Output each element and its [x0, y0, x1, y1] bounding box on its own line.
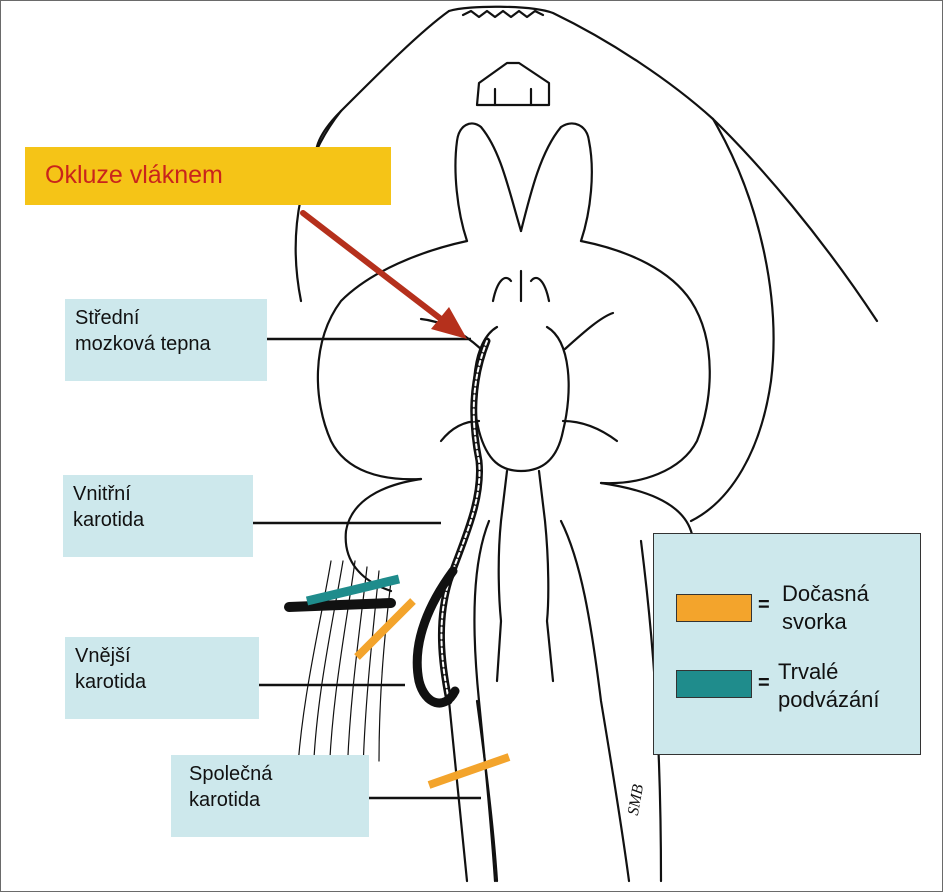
temporal-lobe-left [344, 477, 423, 593]
legend-line: svorka [782, 609, 847, 634]
label-line: Společná [189, 763, 273, 785]
legend-equals: = [758, 594, 770, 616]
occlusion-arrow-head [431, 307, 467, 339]
legend-swatch-permanent-ligation [676, 670, 752, 698]
label-internal-carotid: Vnitřní karotida [63, 475, 253, 557]
basilar-artery-right [537, 469, 555, 683]
label-middle-cerebral-artery: Střední mozková tepna [65, 299, 267, 381]
legend-label-permanent-ligation: Trvalé podvázání [778, 658, 880, 714]
legend: = Dočasná svorka = Trvalé podvázání [653, 533, 921, 755]
basilar-artery-left [495, 469, 509, 683]
label-common-carotid: Společná karotida [171, 755, 369, 837]
top-fringe [461, 9, 545, 19]
label-external-carotid: Vnější karotida [65, 637, 259, 719]
hemisphere-left [316, 239, 469, 481]
common-carotid-right [475, 699, 499, 883]
olfactory-bulb-outline [447, 5, 879, 323]
external-stub [284, 598, 396, 612]
label-line: mozková tepna [75, 333, 211, 355]
olfactory-notch-inner [493, 87, 533, 107]
label-line: Vnější [75, 645, 131, 667]
frontal-lobe-left [454, 122, 523, 243]
legend-line: Trvalé [778, 659, 839, 684]
legend-equals: = [758, 672, 770, 694]
title-banner: Okluze vláknem [25, 147, 391, 205]
anterior-branches [491, 269, 551, 303]
label-line: karotida [75, 671, 147, 693]
title-text: Okluze vláknem [45, 161, 223, 189]
occluding-filament [440, 340, 488, 702]
hemisphere-outer-right [689, 117, 775, 523]
occlusion-arrow-shaft [300, 210, 444, 322]
circle-of-willis [472, 325, 570, 473]
internal-carotid-channel [437, 337, 491, 705]
hemisphere-outer-left [294, 109, 343, 303]
permanent-ligation-mark [305, 574, 401, 606]
brain-stem-left [473, 519, 497, 883]
brain-stem-right [559, 519, 631, 883]
olfactory-notch [475, 61, 551, 107]
pca-right-branch [561, 419, 619, 443]
temporary-clip-mark-lower [427, 753, 511, 789]
label-line: karotida [189, 789, 261, 811]
muscle-fibres [296, 560, 392, 782]
label-line: Vnitřní [73, 483, 131, 505]
temporary-clip-mark-upper [354, 598, 416, 660]
frontal-lobe-right [519, 122, 593, 243]
common-carotid-left [447, 699, 469, 883]
olfactory-bulb-left [315, 9, 451, 163]
mca-right-branch [563, 311, 615, 351]
legend-line: podvázání [778, 687, 880, 712]
label-line: Střední [75, 307, 140, 329]
external-carotid-loop [412, 566, 460, 708]
hemisphere-right [579, 239, 711, 485]
legend-line: Dočasná [782, 581, 869, 606]
legend-swatch-temporary-clip [676, 594, 752, 622]
label-line: karotida [73, 509, 145, 531]
legend-label-temporary-clip: Dočasná svorka [782, 580, 869, 636]
